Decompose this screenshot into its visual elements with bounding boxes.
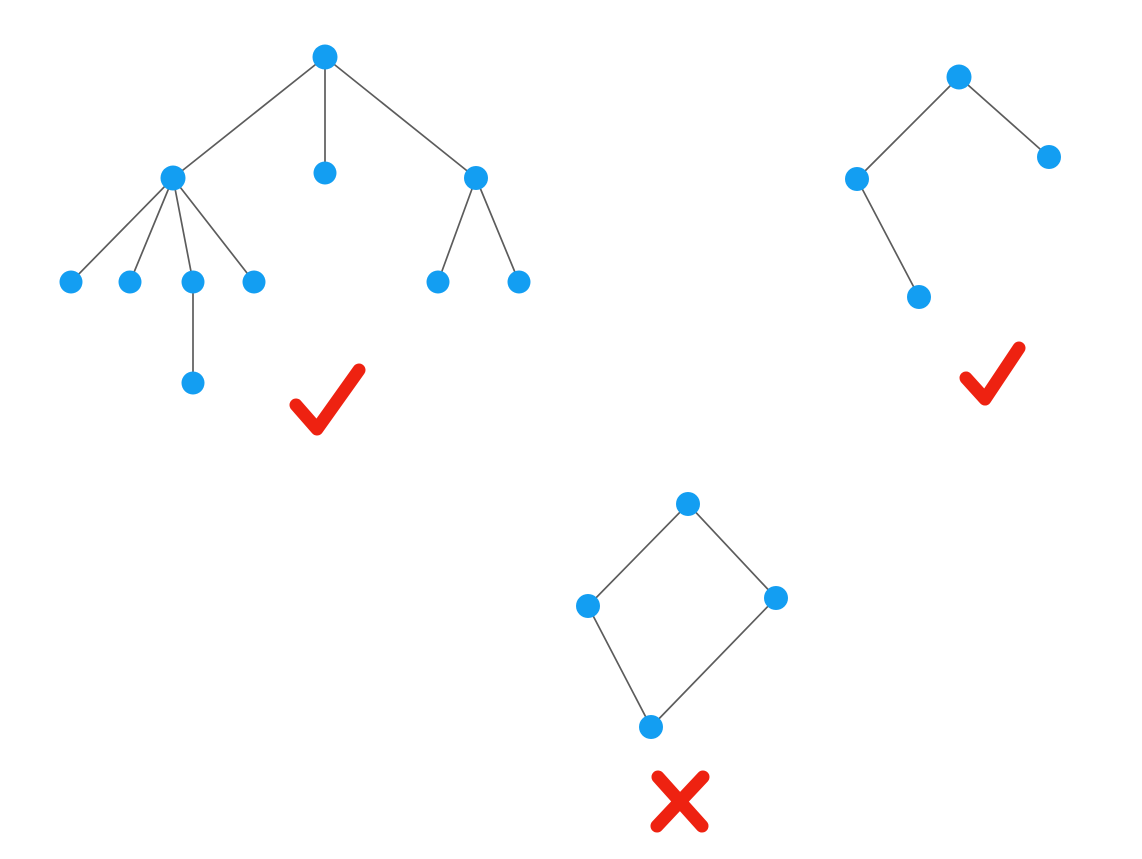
graph-node-bottom[interactable] <box>639 715 663 739</box>
graph-edge <box>856 76 960 180</box>
graph-node-leaf-a[interactable] <box>59 270 83 294</box>
cross-mark-bottom <box>650 770 710 833</box>
graph-node-left-child[interactable] <box>160 165 186 191</box>
graph-node-right-child[interactable] <box>464 166 488 190</box>
graph-node-leaf-d[interactable] <box>242 270 266 294</box>
graph-edge <box>172 177 255 283</box>
graph-node-grandchild[interactable] <box>907 285 931 309</box>
graph-edge <box>475 177 520 283</box>
graph-node-root[interactable] <box>312 44 338 70</box>
graph-node-mid-child[interactable] <box>313 161 337 185</box>
check-mark-left <box>289 363 366 436</box>
cycle-graph-edges <box>587 503 777 728</box>
graph-node-left[interactable] <box>576 594 600 618</box>
graph-node-right-child[interactable] <box>1037 145 1061 169</box>
graph-node-right[interactable] <box>764 586 788 610</box>
multiway-tree-nodes <box>59 44 531 395</box>
graph-edge <box>172 177 194 283</box>
graph-node-root[interactable] <box>946 64 972 90</box>
graph-node-top[interactable] <box>676 492 700 516</box>
check-stroke-0 <box>959 341 1026 406</box>
graph-edge <box>958 76 1050 158</box>
graph-edge <box>650 597 777 728</box>
graph-node-leaf-b[interactable] <box>118 270 142 294</box>
graph-edge <box>587 605 652 728</box>
figure-tree-chain <box>845 64 1061 406</box>
small-tree-nodes <box>845 64 1061 309</box>
graph-edge <box>129 177 174 283</box>
graph-edge <box>587 503 689 607</box>
graph-node-deep-leaf[interactable] <box>181 371 205 395</box>
graph-edge <box>70 177 174 283</box>
graph-edge <box>687 503 777 599</box>
cycle-graph-nodes <box>576 492 788 739</box>
graph-edge <box>324 56 477 179</box>
figure-tree-multiway <box>59 44 531 436</box>
figures-layer <box>59 44 1061 833</box>
small-tree-edges <box>856 76 1050 298</box>
graph-edge <box>856 178 920 298</box>
figure-cycle <box>576 492 788 833</box>
graph-node-leaf-f[interactable] <box>507 270 531 294</box>
cross-stroke-1 <box>650 770 710 833</box>
graph-node-leaf-e[interactable] <box>426 270 450 294</box>
check-mark-right <box>959 341 1026 406</box>
graph-node-leaf-c[interactable] <box>181 270 205 294</box>
check-stroke-0 <box>289 363 366 436</box>
graph-edge <box>437 177 477 283</box>
graph-edge <box>172 56 326 179</box>
multiway-tree-edges <box>70 56 520 384</box>
graph-node-left-child[interactable] <box>845 167 869 191</box>
